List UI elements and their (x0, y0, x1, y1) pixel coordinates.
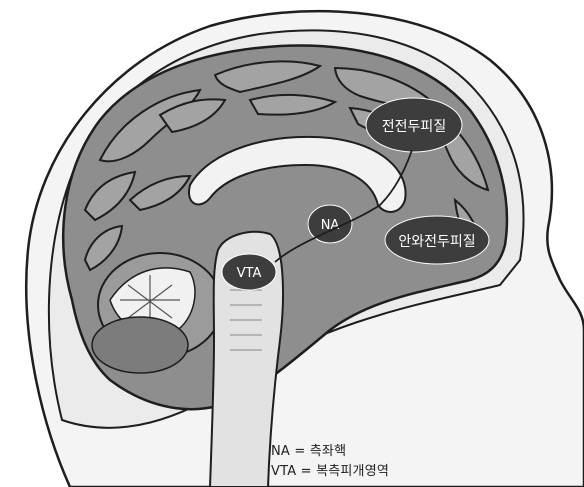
label-vta: VTA (222, 254, 276, 290)
label-orbitofrontal-cortex: 안와전두피질 (385, 216, 489, 264)
label-prefrontal-cortex: 전전두피질 (366, 98, 462, 152)
label-orbitofrontal-text: 안와전두피질 (398, 234, 475, 250)
legend-vta: VTA = 복측피개영역 (271, 460, 389, 479)
label-vta-text: VTA (237, 266, 262, 281)
label-prefrontal-text: 전전두피질 (382, 119, 446, 135)
legend-na: NA = 측좌핵 (271, 440, 346, 459)
